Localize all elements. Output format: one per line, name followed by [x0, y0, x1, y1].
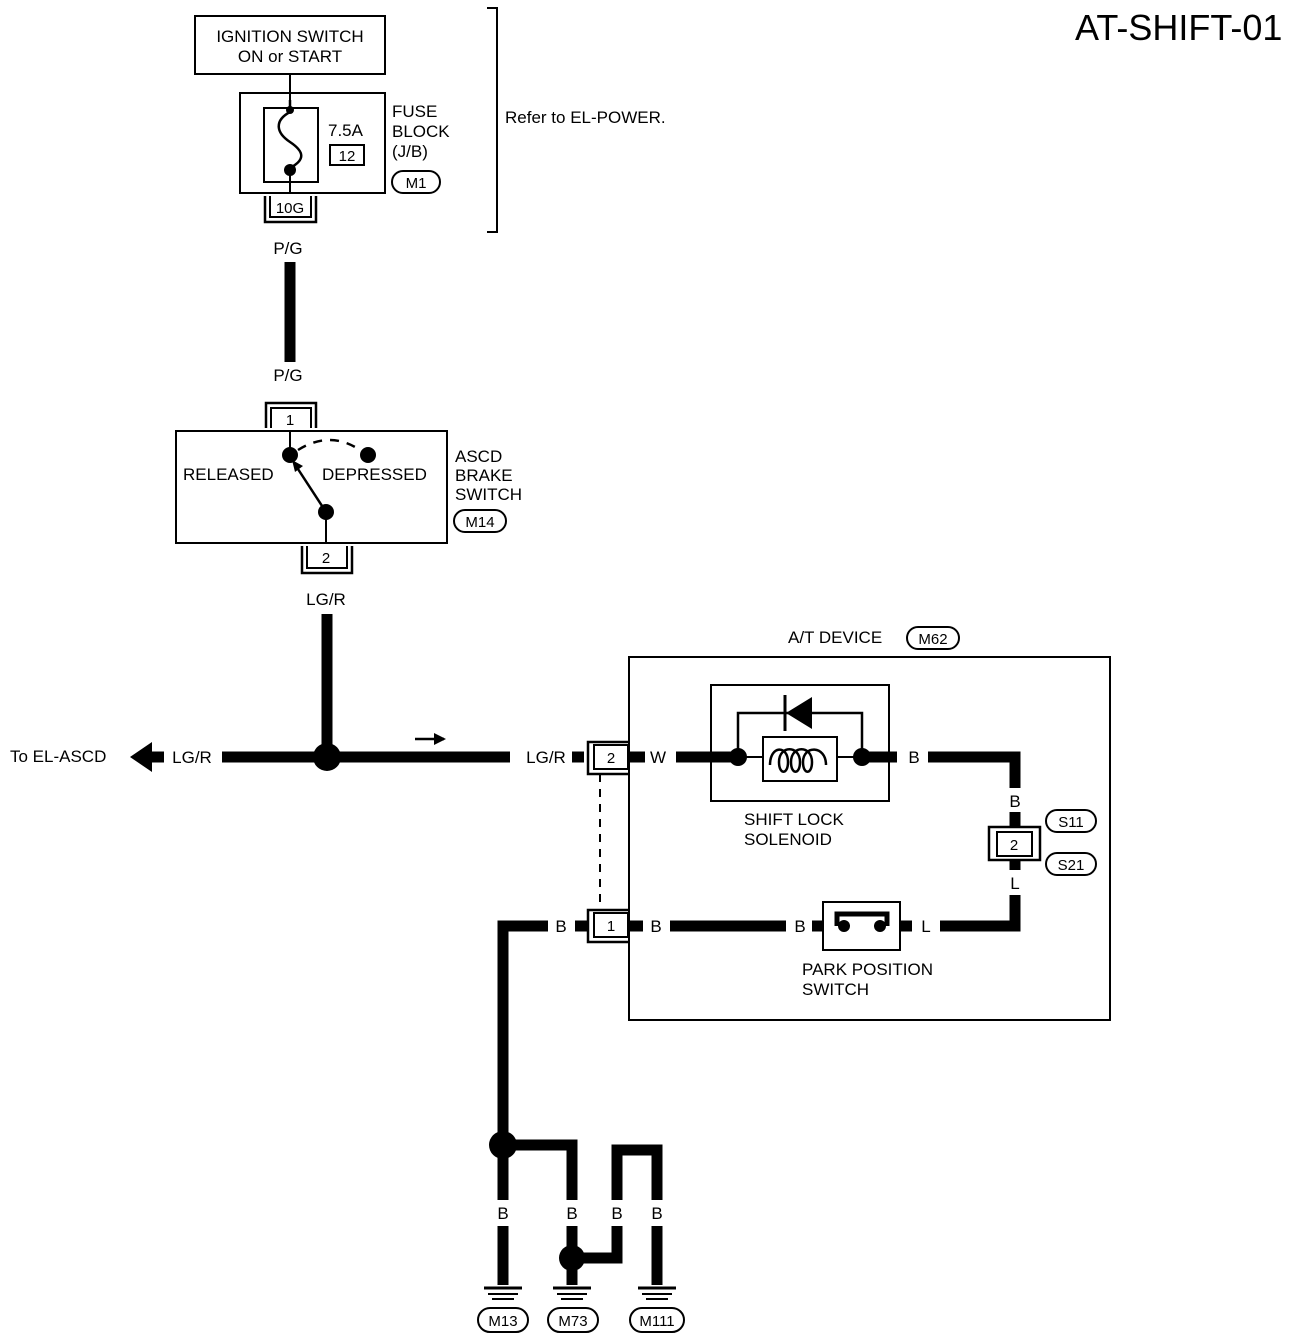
at-device: A/T DEVICE M62 2 1 W SHIFT LOCK SOLENOID… [586, 626, 1111, 1021]
joint-terminal: 2 [1010, 837, 1018, 854]
brake-switch-label-1: ASCD [455, 447, 502, 466]
ground-icon [638, 1286, 676, 1300]
shift-lock-solenoid [710, 684, 890, 802]
wire-l [940, 895, 1021, 932]
wire-color-pg-top: P/G [273, 239, 302, 258]
wire-color-l-joint-out: L [1010, 874, 1019, 893]
wire-color-b-m73: B [566, 1204, 577, 1223]
wire-b-jumper [572, 1226, 623, 1264]
power-bracket [487, 7, 498, 233]
brake-switch-connector: M14 [465, 514, 494, 531]
ascd-brake-switch: 1 RELEASED DEPRESSED 2 ASCD BRAKE SWITCH… [175, 401, 522, 575]
wire-color-b-m111: B [651, 1204, 662, 1223]
at-device-terminal-2: 2 [607, 750, 615, 767]
wire-color-b-terminal-1: B [650, 917, 661, 936]
fuse-block-label-1: FUSE [392, 102, 437, 121]
switch-travel-arc [297, 438, 361, 452]
fuse-number: 12 [339, 148, 356, 165]
fuse-block-label-3: (J/B) [392, 142, 428, 161]
brake-switch-released: RELEASED [183, 465, 274, 484]
wire-color-b-m13: B [497, 1204, 508, 1223]
ground-label-m73: M73 [558, 1313, 587, 1330]
fuse-terminal-label: 10G [276, 200, 304, 217]
wire-b-solenoid [928, 751, 1021, 788]
wire-color-lgr-vertical: LG/R [306, 590, 346, 609]
diagram-title: AT-SHIFT-01 [1075, 7, 1282, 48]
brake-switch-label-3: SWITCH [455, 485, 522, 504]
solenoid-label-1: SHIFT LOCK [744, 810, 844, 829]
fuse-block-label-2: BLOCK [392, 122, 450, 141]
fuse-rating: 7.5A [328, 121, 364, 140]
ignition-switch: IGNITION SWITCH ON or START [194, 15, 386, 75]
wire-color-b-joint-in: B [1009, 792, 1020, 811]
fuse-block: 7.5A 12 10G FUSE BLOCK (J/B) M1 [239, 74, 450, 224]
to-el-ascd-arrow-icon [130, 742, 152, 772]
switch-arrow-icon [292, 460, 303, 472]
brake-switch-terminal-in: 1 [286, 412, 294, 429]
brake-switch-label-2: BRAKE [455, 466, 513, 485]
ignition-switch-line1: IGNITION SWITCH [216, 27, 363, 46]
brake-switch-terminal-out: 2 [322, 550, 330, 567]
coil-icon [768, 748, 828, 773]
wire-b-m73 [503, 1139, 578, 1200]
wire-color-lgr-right: LG/R [526, 748, 566, 767]
joint-connector-lower: S21 [1058, 857, 1085, 874]
brake-switch-depressed: DEPRESSED [322, 465, 427, 484]
wire-color-l-park: L [921, 917, 930, 936]
to-el-ascd-label: To EL-ASCD [10, 747, 106, 766]
ignition-switch-line2: ON or START [238, 47, 342, 66]
at-device-terminal-1: 1 [607, 918, 615, 935]
wire-color-b-ground: B [555, 917, 566, 936]
wire-color-b-solenoid-out: B [908, 748, 919, 767]
park-switch-label-2: SWITCH [802, 980, 869, 999]
wire-junction [313, 743, 341, 771]
wire-color-w: W [650, 748, 666, 767]
wire-color-lgr-left: LG/R [172, 748, 212, 767]
ground-icon [553, 1286, 591, 1300]
ground-label-m13: M13 [488, 1313, 517, 1330]
joint-connector-upper: S11 [1058, 814, 1084, 831]
at-device-connector: M62 [918, 631, 947, 648]
at-device-label: A/T DEVICE [788, 628, 882, 647]
wire-b-ground [497, 920, 548, 1145]
wire-color-pg-bottom: P/G [273, 366, 302, 385]
ground-label-m111: M111 [639, 1313, 674, 1330]
wire-color-b-park: B [794, 917, 805, 936]
refer-note: Refer to EL-POWER. [505, 108, 666, 127]
park-switch-label-1: PARK POSITION [802, 960, 933, 979]
ground-icon [484, 1286, 522, 1300]
diode-icon [786, 697, 812, 729]
solenoid-label-2: SOLENOID [744, 830, 832, 849]
fuse-block-connector: M1 [406, 175, 427, 192]
switch-contact-icon [834, 911, 890, 926]
wire-color-b-jumper: B [611, 1204, 622, 1223]
